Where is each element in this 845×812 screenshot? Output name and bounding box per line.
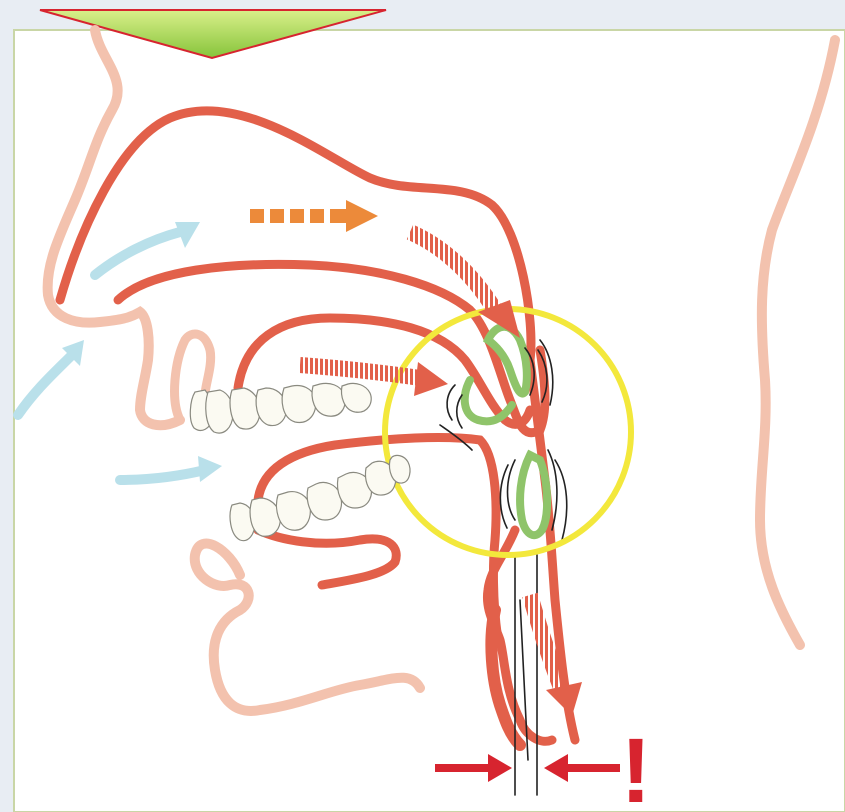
warning-mark: !	[621, 720, 652, 812]
